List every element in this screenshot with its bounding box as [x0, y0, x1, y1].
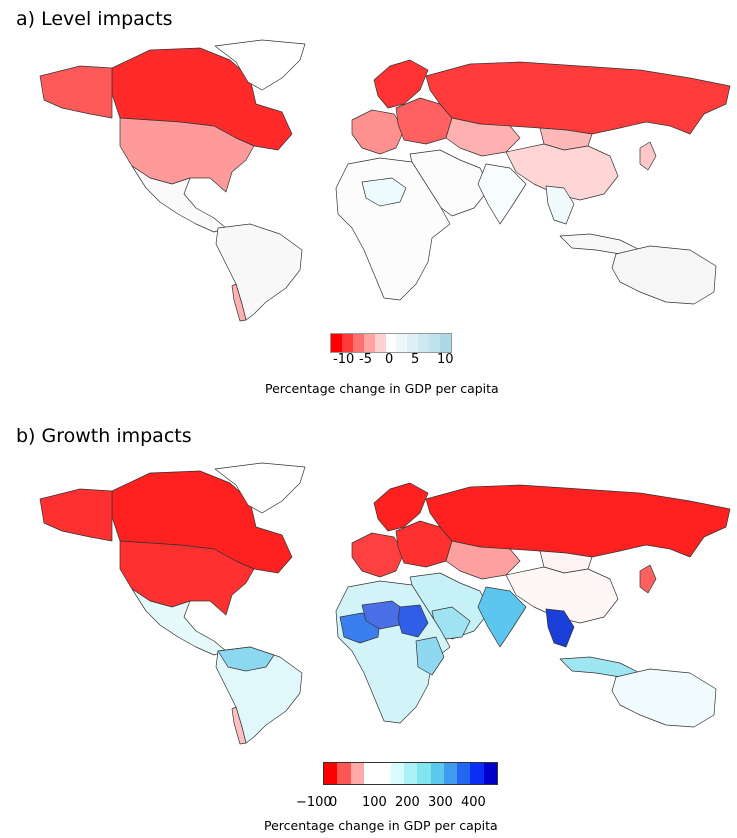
region-china — [505, 566, 619, 624]
legend-color-cell — [457, 763, 471, 784]
region-india — [477, 586, 527, 648]
region-greenland — [214, 39, 306, 91]
level-impacts-legend-caption: Percentage change in GDP per capita — [265, 381, 499, 396]
region-chile — [231, 706, 247, 745]
legend-tick-label: 400 — [461, 795, 486, 810]
legend-color-cell — [418, 334, 430, 352]
level-impacts-map — [39, 39, 731, 322]
region-chad-sudan — [397, 604, 429, 638]
legend-color-cell — [470, 763, 484, 784]
region-alaska — [39, 488, 113, 542]
panel-b-title: b) Growth impacts — [16, 425, 192, 447]
legend-color-cell — [352, 334, 364, 352]
region-india — [477, 163, 527, 225]
legend-color-cell — [363, 334, 375, 352]
legend-tick-label: −100 — [296, 795, 332, 810]
region-south-america — [215, 223, 303, 321]
region-southeast-asia — [545, 185, 575, 225]
region-australia — [611, 245, 717, 305]
growth-impacts-color-scale — [323, 762, 498, 785]
legend-color-cell — [385, 334, 397, 352]
legend-color-cell — [443, 763, 458, 784]
legend-tick-label: 300 — [428, 795, 453, 810]
region-mexico-central-america — [131, 165, 227, 233]
region-chile — [231, 283, 247, 322]
legend-tick-label: 0 — [385, 352, 394, 367]
legend-color-cell — [396, 334, 408, 352]
legend-color-cell — [440, 334, 451, 352]
region-northern-south-america — [217, 646, 275, 672]
legend-color-cell — [429, 334, 441, 352]
legend-color-cell — [337, 763, 351, 784]
legend-color-cell — [331, 334, 342, 352]
legend-tick-label: 200 — [395, 795, 420, 810]
region-australia — [611, 668, 717, 728]
legend-tick-label: 5 — [411, 352, 420, 367]
legend-color-cell — [430, 763, 444, 784]
legend-color-cell — [374, 334, 386, 352]
legend-color-cell — [407, 334, 419, 352]
legend-color-cell — [350, 763, 364, 784]
region-scandinavia — [373, 482, 429, 532]
region-africa — [335, 157, 451, 301]
region-greenland — [214, 462, 306, 514]
region-sahel — [361, 177, 407, 207]
region-japan — [639, 141, 657, 171]
region-alaska — [39, 65, 113, 119]
legend-color-cell — [377, 763, 391, 784]
legend-tick-label: 0 — [329, 795, 338, 810]
legend-tick-label: -5 — [359, 352, 372, 367]
growth-impacts-map — [39, 462, 731, 745]
legend-color-cell — [341, 334, 353, 352]
legend-color-cell — [483, 763, 498, 784]
legend-color-cell — [363, 763, 378, 784]
legend-tick-label: -10 — [333, 352, 355, 367]
region-south-america — [215, 646, 303, 744]
panel-a-title: a) Level impacts — [16, 8, 173, 30]
region-western-europe — [351, 532, 405, 578]
growth-impacts-legend-caption: Percentage change in GDP per capita — [264, 818, 498, 833]
legend-tick-label: 100 — [362, 795, 387, 810]
region-mexico-central-america — [131, 588, 227, 656]
region-scandinavia — [373, 59, 429, 109]
region-western-europe — [351, 109, 405, 155]
legend-color-cell — [417, 763, 431, 784]
legend-color-cell — [403, 763, 418, 784]
region-japan — [639, 564, 657, 594]
level-impacts-color-scale — [330, 333, 452, 353]
legend-color-cell — [390, 763, 404, 784]
region-southeast-asia — [545, 608, 575, 648]
region-east-africa — [415, 636, 445, 676]
legend-color-cell — [324, 763, 338, 784]
legend-tick-label: 10 — [437, 352, 454, 367]
region-china — [505, 143, 619, 201]
